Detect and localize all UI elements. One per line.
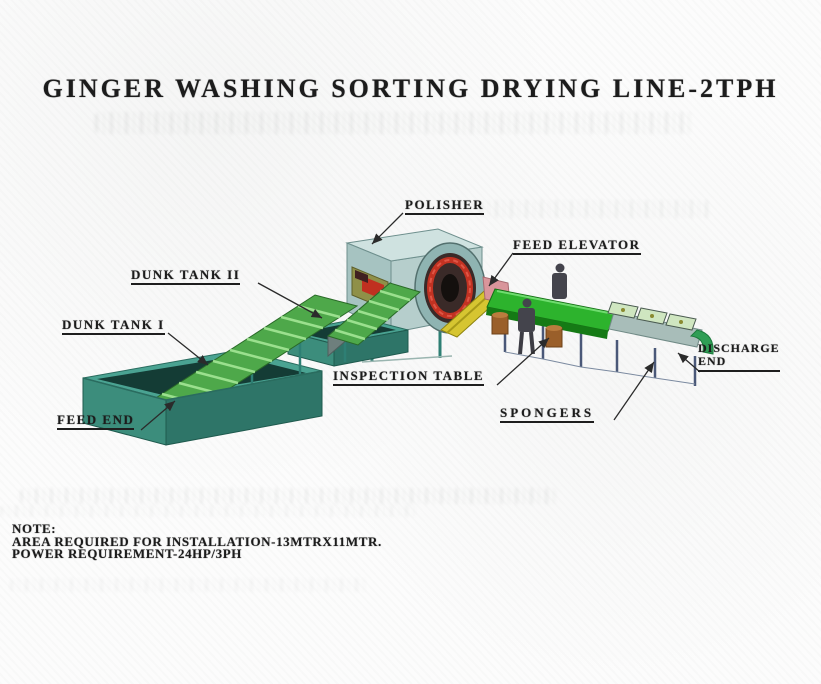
dunk-tank-2-label: DUNK TANK II [131,268,241,285]
spongers-drawing [607,301,714,355]
note-power-requirement: POWER REQUIREMENT-24HP/3PH [12,546,242,561]
note-area-required: AREA REQUIRED FOR INSTALLATION-13MTRX11M… [12,533,382,549]
worker-figure-drawing [518,263,567,355]
drawing-title: GINGER WASHING SORTING DRYING LINE-2TPH [42,74,779,103]
discharge-end-label-line1: DISCHARGE [698,341,780,355]
dunk-conveyor-2-drawing [326,281,422,362]
inspection-table-belt-drawing [486,288,617,339]
spongers-label: SPONGERS [500,406,595,423]
polisher-label: POLISHER [405,198,485,215]
feed-end-label: FEED END [57,413,135,430]
discharge-end-label: DISCHARGE END [698,342,780,372]
notes-block: NOTE: AREA REQUIRED FOR INSTALLATION-13M… [12,521,382,561]
leader-lines [140,212,701,431]
dunk-tank-1-label: DUNK TANK I [62,318,165,335]
barrel-drawing [491,312,563,348]
discharge-end-label-line2: END [698,354,727,368]
note-heading: NOTE: [12,521,57,536]
inspection-table-label: INSPECTION TABLE [333,369,485,386]
feed-elevator-label: FEED ELEVATOR [513,238,641,255]
inspection-table-frame-drawing [503,318,697,386]
